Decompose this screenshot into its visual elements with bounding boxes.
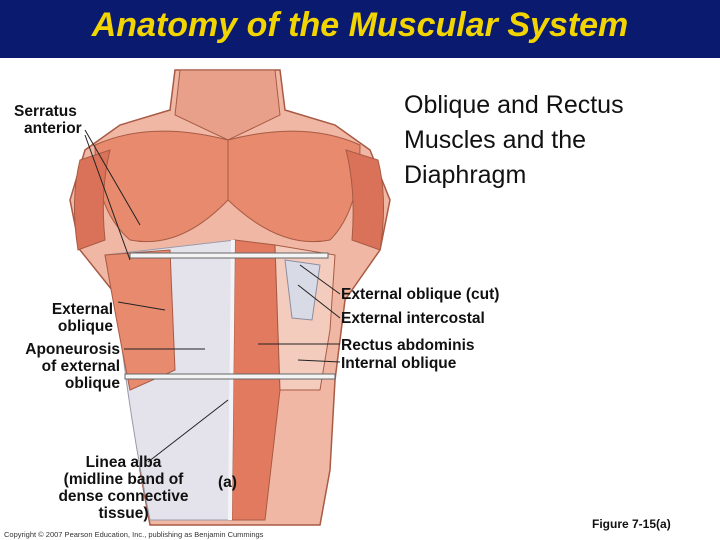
title-bar <box>0 0 720 58</box>
slide-heading: Oblique and Rectus Muscles and the Diaph… <box>404 88 624 193</box>
label-external-oblique-cut: External oblique (cut) <box>341 286 500 303</box>
copyright-notice: Copyright © 2007 Pearson Education, Inc.… <box>4 530 264 539</box>
heading-line-3: Diaphragm <box>404 161 527 189</box>
heading-line-2: Muscles and the <box>404 126 587 154</box>
muscle-illustration <box>69 69 391 526</box>
left-pectoral <box>94 130 229 243</box>
label-aponeurosis: Aponeurosis of external oblique <box>25 341 120 392</box>
linea-alba-line <box>228 239 235 521</box>
cut-bar-upper <box>129 252 329 259</box>
label-rectus-abdominis: Rectus abdominis <box>341 337 475 354</box>
cut-bar-lower <box>124 373 336 380</box>
leader-lines <box>84 129 341 463</box>
label-external-oblique: External oblique <box>51 301 113 335</box>
label-linea-alba: Linea alba (midline band of dense connec… <box>58 454 189 522</box>
heading-line-1: Oblique and Rectus <box>404 91 624 119</box>
label-external-intercostal: External intercostal <box>341 310 485 327</box>
figure-number: Figure 7-15(a) <box>592 517 671 531</box>
right-pectoral <box>227 130 361 243</box>
neck <box>174 69 281 141</box>
left-deltoid <box>73 149 111 251</box>
slide-title: Anatomy of the Muscular System <box>91 6 629 44</box>
label-internal-oblique: Internal oblique <box>341 355 457 372</box>
label-serratus-anterior: Serratus anterior <box>14 103 82 137</box>
right-deltoid <box>345 149 385 251</box>
label-panel-a: (a) <box>218 474 237 491</box>
